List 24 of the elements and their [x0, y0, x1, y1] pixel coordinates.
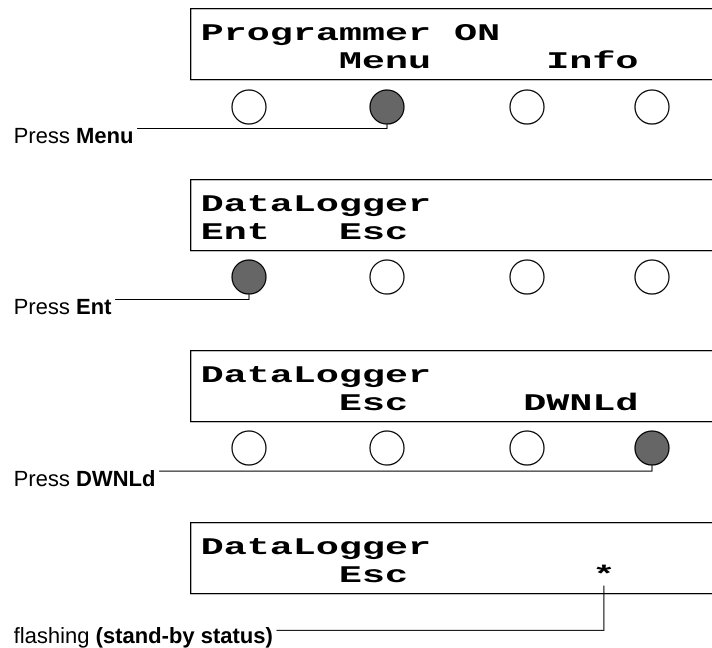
leader-line: [276, 585, 604, 631]
pressed-button: [634, 430, 670, 466]
lcd-display: Programmer ON Menu Info: [190, 8, 712, 80]
asterisk: *: [596, 564, 612, 574]
button: [231, 89, 267, 125]
instruction-text: Press Menu: [15, 128, 132, 144]
button: [634, 89, 670, 125]
leader-line: [136, 124, 388, 130]
pressed-button: [231, 259, 267, 295]
button: [634, 259, 670, 295]
button: [509, 259, 545, 295]
button: [369, 430, 405, 466]
instruction-text: flashing (stand-by status): [14, 627, 272, 648]
lcd-display: DataLogger Ent Esc: [190, 179, 712, 252]
button: [509, 430, 545, 466]
lcd-display: DataLogger Esc DWNLd: [190, 350, 712, 422]
instruction-text: Press DWNLd: [15, 470, 154, 486]
leader-line: [114, 294, 250, 300]
button: [369, 259, 405, 295]
leader-line: [158, 465, 652, 472]
pressed-button: [369, 89, 405, 125]
button: [509, 89, 545, 125]
button: [231, 430, 267, 466]
instruction-text: Press Ent: [15, 298, 112, 314]
